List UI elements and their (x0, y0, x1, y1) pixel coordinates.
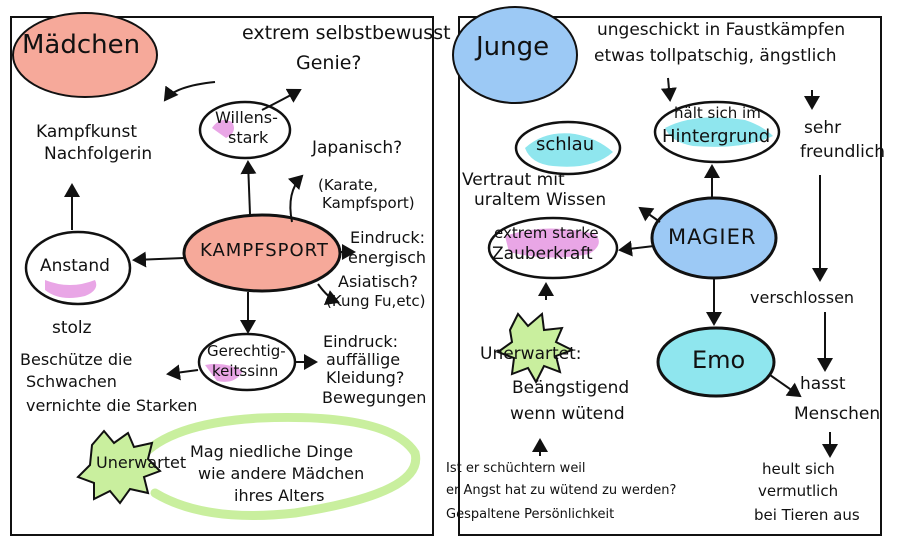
arrow-to-asiatisch (317, 283, 340, 305)
unerwartet-star (76, 429, 162, 505)
emo-node (656, 326, 776, 398)
arrow-emo-to-hasst (769, 374, 802, 398)
verschlossen-label: verschlossen (750, 288, 855, 307)
eindruck2-label-3: Kleidung? (326, 368, 405, 387)
maedchen-blob (12, 12, 158, 98)
hasst-label-1: hasst (800, 374, 846, 394)
bottom-note-1: Ist er schüchtern weil (446, 461, 586, 476)
hintergrund-label-1: hält sich im (674, 104, 761, 122)
japanisch-label-1: Japanisch? (312, 138, 403, 158)
arrow-to-genie (261, 88, 302, 111)
willensstark-fill (212, 120, 234, 138)
zauber-label-2: Zauberkraft (492, 244, 593, 264)
anstand-fill (45, 280, 97, 298)
asiatisch-label-1: Asiatisch? (338, 272, 419, 291)
zauber-label-1: extrem starke (494, 224, 599, 242)
schlau-label: schlau (536, 134, 595, 155)
beschuetze-label-2: Schwachen (26, 372, 117, 391)
green-loop (135, 412, 421, 520)
note-tollpatschig: etwas tollpatschig, ängstlich (594, 46, 837, 66)
eindruck2-label-1: Eindruck: (323, 332, 399, 351)
eindruck2-label-4: Bewegungen (322, 388, 427, 407)
gerechtigkeit-fill (205, 363, 243, 382)
note-selbstbewusst: extrem selbstbewusst (242, 22, 451, 44)
title-junge: Junge (476, 32, 550, 62)
stolz-label: stolz (52, 318, 92, 338)
arrow-hintergrund-from-top (660, 77, 677, 102)
emo-label: Emo (692, 346, 746, 374)
anstand-label: Anstand (40, 256, 110, 276)
mag-label-1: Mag niedliche Dinge (190, 442, 354, 461)
beschuetze-label-3: vernichte die Starken (26, 396, 198, 415)
bottom-note-3: Gespaltene Persönlichkeit (446, 507, 615, 522)
arrow-to-zauberkraft (618, 240, 655, 257)
vertraut-label-1: Vertraut mit (462, 170, 565, 190)
japanisch-label-3: Kampfsport) (322, 194, 415, 212)
arrow-to-beschuetze (166, 364, 199, 381)
willensstark-label-1: Willens- (215, 108, 278, 127)
beschuetze-label-1: Beschütze die (20, 350, 133, 369)
eindruck-label-2: energisch (348, 248, 426, 267)
hintergrund-label-2: Hintergrund (662, 126, 771, 147)
willensstark-label-2: stark (228, 128, 269, 147)
schlau-fill (525, 133, 613, 167)
kampfsport-label: KAMPFSPORT (200, 240, 329, 261)
beaengstigend-label-1: Beängstigend (512, 378, 630, 398)
asiatisch-label-2: (Kung Fu,etc) (326, 292, 426, 310)
arrow-kampfkunst-from-genie (163, 81, 216, 102)
heult-label-1: heult sich (762, 460, 835, 478)
zauberkraft-fill (505, 228, 599, 258)
magier-label: MAGIER (668, 225, 757, 249)
unerwartet-right-label: Unerwartet: (480, 344, 582, 364)
note-ungeschickt: ungeschickt in Faustkämpfen (597, 20, 846, 40)
willensstark-node (198, 100, 292, 160)
freundlich-label-2: freundlich (800, 142, 885, 162)
kampfkunst-label-2: Nachfolgerin (44, 144, 153, 164)
unerwartet-left-label: Unerwartet (96, 453, 187, 472)
gerechtigkeit-label-2: keitssinn (212, 362, 279, 380)
title-maedchen: Mädchen (22, 30, 141, 60)
heult-label-3: bei Tieren aus (754, 506, 860, 524)
bottom-note-2: er Angst hat zu wütend zu werden? (446, 483, 677, 498)
note-genie: Genie? (296, 52, 362, 74)
mag-label-2: wie andere Mädchen (198, 464, 365, 483)
gerechtigkeit-label-1: Gerechtig- (207, 342, 286, 360)
unerwartet-right-star (495, 312, 575, 385)
mag-label-3: ihres Alters (234, 486, 325, 505)
arrow-to-japanisch (287, 174, 304, 223)
eindruck2-label-2: auffällige (326, 350, 401, 369)
kampfkunst-label-1: Kampfkunst (36, 122, 137, 142)
beaengstigend-label-2: wenn wütend (510, 404, 625, 424)
hintergrund-fill (665, 117, 773, 147)
japanisch-label-2: (Karate, (318, 176, 378, 194)
eindruck-label-1: Eindruck: (350, 228, 426, 247)
vertraut-label-2: uraltem Wissen (474, 190, 607, 210)
arrow-to-anstand (132, 251, 185, 268)
arrow-to-vertraut (638, 206, 661, 223)
junge-blob (452, 6, 578, 104)
heult-label-2: vermutlich (758, 482, 839, 500)
arrow-to-willensstark (240, 160, 257, 215)
hasst-label-2: Menschen (794, 404, 881, 424)
freundlich-label-1: sehr (804, 118, 842, 138)
